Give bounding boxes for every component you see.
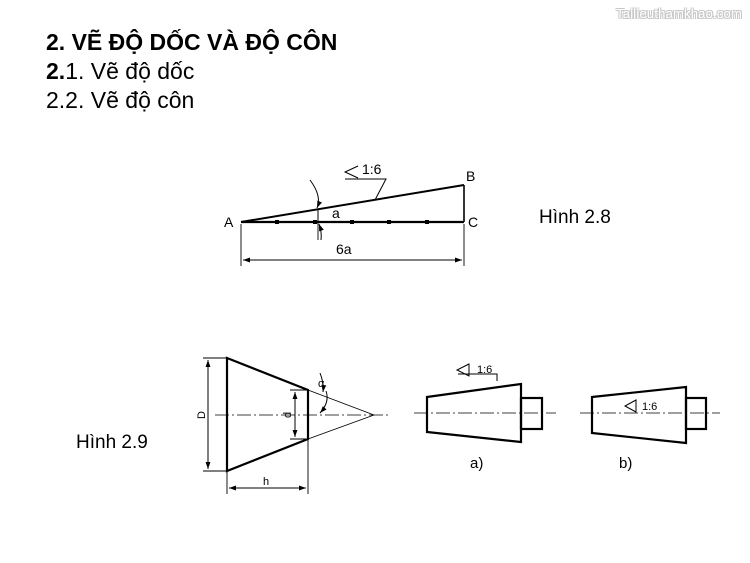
slope-labels: 1:6 A B C a 6a — [224, 161, 478, 257]
label-ratio-1-6: 1:6 — [362, 161, 382, 177]
subsection-slope-text: 1. Vẽ độ dốc — [65, 58, 195, 84]
subsection-slope-prefix: 2. — [46, 58, 66, 84]
taper-labels: D d h α — [196, 378, 325, 488]
slope-diagram — [240, 165, 465, 266]
subsection-taper: 2.2. Vẽ độ côn — [46, 87, 195, 113]
label-point-b: B — [466, 168, 475, 184]
variant-a-labels: 1:6 a) — [470, 364, 492, 472]
cone-apex-upper — [307, 389, 375, 416]
variant-a-ratio: 1:6 — [477, 364, 492, 376]
alpha-angle-arc — [319, 390, 328, 414]
figure-2-9-caption: Hình 2.9 — [76, 432, 148, 453]
unit-arc-lower — [318, 223, 324, 241]
heading-block: 2. VẼ ĐỘ DỐC VÀ ĐỘ CÔN 2.1. Vẽ độ dốc 2.… — [46, 28, 337, 115]
taper-variant-a — [414, 363, 556, 444]
variant-b-ratio: 1:6 — [642, 401, 657, 413]
label-d: d — [282, 412, 294, 418]
subsection-slope: 2.1. Vẽ độ dốc — [46, 57, 337, 86]
label-segment-a: a — [332, 205, 340, 221]
label-alpha: α — [318, 378, 325, 390]
variant-a-taper-symbol — [455, 363, 470, 377]
ratio-triangle-symbol — [343, 165, 359, 179]
variant-b-caption: b) — [619, 455, 632, 472]
division-ticks — [275, 220, 429, 224]
variant-a-leader — [458, 373, 498, 381]
variant-b-body — [590, 385, 688, 445]
alpha-angle-arc-top — [319, 372, 327, 393]
label-length-6a: 6a — [336, 241, 352, 257]
variant-b-taper-symbol — [623, 399, 637, 413]
variant-b-shaft — [684, 396, 708, 431]
frustum-outline — [225, 356, 310, 473]
unit-arc — [309, 179, 322, 209]
watermark: Tailieuthamkhao.com — [616, 6, 742, 21]
variant-b-labels: 1:6 b) — [619, 401, 657, 472]
cone-apex-lower — [307, 414, 375, 440]
label-D: D — [196, 411, 208, 419]
section-title: 2. VẼ ĐỘ DỐC VÀ ĐỘ CÔN — [46, 29, 338, 55]
variant-a-shaft — [519, 396, 544, 431]
figure-2-8-caption: Hình 2.8 — [539, 207, 611, 228]
taper-variant-b — [580, 385, 720, 445]
taper-diagram — [203, 356, 388, 494]
slope-hypotenuse — [240, 184, 465, 223]
variant-a-caption: a) — [470, 455, 483, 472]
variant-a-body — [425, 382, 523, 444]
ratio-leader — [345, 178, 387, 201]
label-point-c: C — [468, 214, 478, 230]
label-point-a: A — [224, 214, 234, 230]
label-h: h — [263, 476, 269, 488]
